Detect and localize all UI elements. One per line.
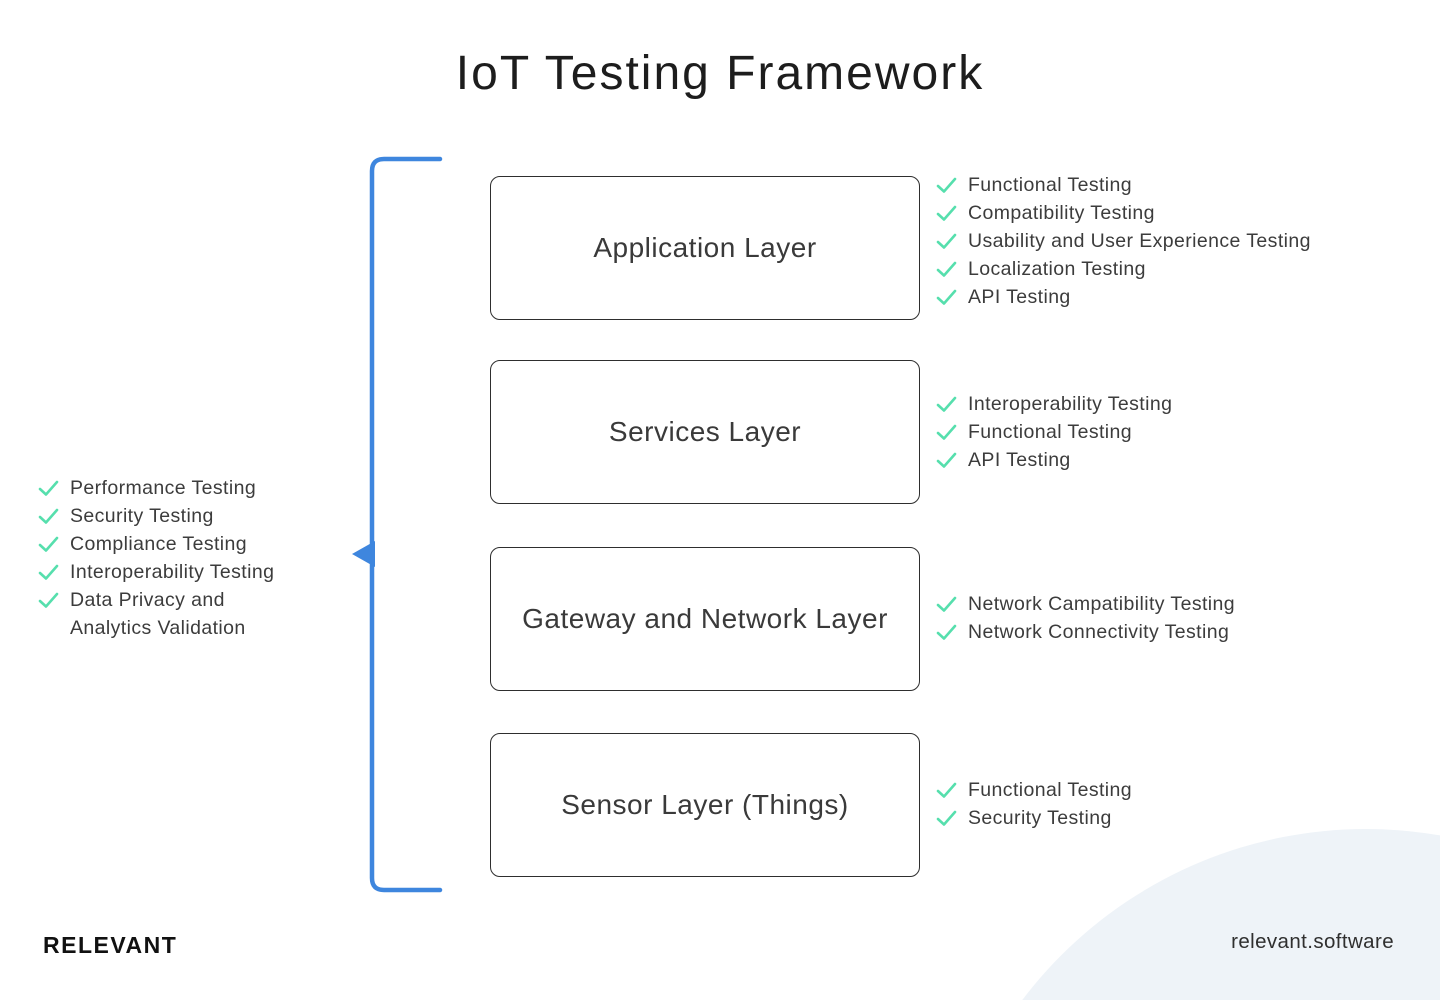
relevant-logo: RELEVANT — [43, 932, 178, 958]
sensor-layer-tests: Functional Testing Security Testing — [936, 776, 1132, 832]
check-label: Functional Testing — [968, 421, 1133, 443]
layer-box-label: Sensor Layer (Things) — [561, 789, 849, 821]
check-label: Interoperability Testing — [70, 561, 275, 583]
checkmark-icon — [936, 424, 957, 440]
checkmark-icon — [936, 396, 957, 412]
check-label: API Testing — [968, 449, 1071, 471]
bracket-connector — [352, 156, 443, 893]
list-item: Network Campatibility Testing — [936, 590, 1235, 618]
list-item: Interoperability Testing — [38, 558, 328, 586]
check-label: Localization Testing — [968, 258, 1146, 280]
check-label: Security Testing — [968, 807, 1112, 829]
list-item: Localization Testing — [936, 255, 1311, 283]
check-label: Performance Testing — [70, 477, 257, 499]
checkmark-icon — [936, 810, 957, 826]
checkmark-icon — [936, 596, 957, 612]
decorative-corner-blob — [935, 829, 1440, 1000]
list-item: Interoperability Testing — [936, 390, 1172, 418]
checkmark-icon — [38, 508, 59, 524]
list-item: API Testing — [936, 283, 1311, 311]
checkmark-icon — [936, 289, 957, 305]
check-label: Functional Testing — [968, 779, 1133, 801]
gateway-network-layer-tests: Network Campatibility Testing Network Co… — [936, 590, 1235, 646]
checkmark-icon — [38, 536, 59, 552]
layer-box-label: Gateway and Network Layer — [522, 603, 888, 635]
layer-box-label: Services Layer — [608, 416, 802, 448]
website-url: relevant.software — [1231, 930, 1394, 953]
page-title: IoT Testing Framework — [455, 47, 985, 100]
checkmark-icon — [936, 261, 957, 277]
check-label: Security Testing — [70, 505, 214, 527]
check-label: Network Campatibility Testing — [968, 593, 1236, 615]
checkmark-icon — [38, 592, 59, 608]
check-label: Compatibility Testing — [968, 202, 1155, 224]
list-item: Network Connectivity Testing — [936, 618, 1235, 646]
checkmark-icon — [936, 177, 957, 193]
list-item: Compliance Testing — [38, 530, 328, 558]
layer-box-label: Application Layer — [593, 232, 817, 264]
checkmark-icon — [38, 480, 59, 496]
list-item: Functional Testing — [936, 418, 1172, 446]
check-label: Functional Testing — [968, 174, 1133, 196]
list-item: Compatibility Testing — [936, 199, 1311, 227]
cross-layer-checklist: Performance Testing Security Testing Com… — [38, 474, 328, 642]
check-label: Usability and User Experience Testing — [968, 230, 1311, 252]
list-item: API Testing — [936, 446, 1172, 474]
services-layer-tests: Interoperability Testing Functional Test… — [936, 390, 1172, 474]
layer-box-sensor: Sensor Layer (Things) — [490, 733, 920, 877]
check-label: Interoperability Testing — [968, 393, 1173, 415]
list-item: Security Testing — [936, 804, 1132, 832]
check-label: Data Privacy and Analytics Validation — [70, 589, 246, 639]
checkmark-icon — [936, 233, 957, 249]
check-label: API Testing — [968, 286, 1071, 308]
checkmark-icon — [38, 564, 59, 580]
checkmark-icon — [936, 624, 957, 640]
layer-box-application: Application Layer — [490, 176, 920, 320]
checkmark-icon — [936, 452, 957, 468]
list-item: Data Privacy and Analytics Validation — [38, 586, 328, 642]
list-item: Security Testing — [38, 502, 328, 530]
layer-box-gateway-network: Gateway and Network Layer — [490, 547, 920, 691]
list-item: Performance Testing — [38, 474, 328, 502]
list-item: Functional Testing — [936, 171, 1311, 199]
application-layer-tests: Functional Testing Compatibility Testing… — [936, 171, 1311, 311]
list-item: Functional Testing — [936, 776, 1132, 804]
arrow-left-icon — [352, 541, 375, 567]
list-item: Usability and User Experience Testing — [936, 227, 1311, 255]
check-label: Compliance Testing — [70, 533, 248, 555]
checkmark-icon — [936, 205, 957, 221]
layer-box-services: Services Layer — [490, 360, 920, 504]
check-label: Network Connectivity Testing — [968, 621, 1230, 643]
checkmark-icon — [936, 782, 957, 798]
